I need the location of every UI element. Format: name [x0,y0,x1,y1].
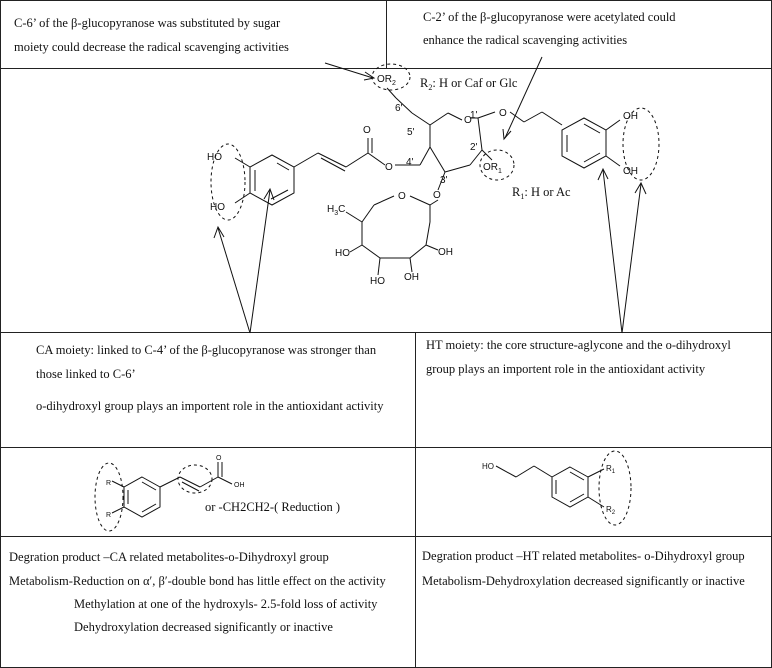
ht-r2-r: R [606,505,612,514]
rhamnose-ring [345,195,439,276]
ch3-h: H [327,204,334,215]
ht-r2-sub: 2 [612,510,616,516]
or2-text: OR [377,74,392,85]
top-left-note-line2: moiety could decrease the radical scaven… [14,40,289,54]
ht-ring [561,117,621,169]
pos-2-label: 2' [470,142,478,153]
ca-degradation-line2: Metabolism-Reduction on α′, β′-double bo… [9,574,386,588]
ht-r1-r: R [606,464,612,473]
r2-options: : H or Caf or Glc [432,76,517,90]
ca-degradation-line4: Dehydroxylation decreased significantly … [74,620,333,634]
ht-r1-sub: 1 [612,469,616,475]
middle-divider [0,536,772,537]
or2-label: OR2 [377,74,396,87]
pos-3-label: 3' [440,175,448,186]
pos-6-label: 6' [395,103,403,114]
top-left-note-line1: C-6’ of the β-glucopyranose was substitu… [14,16,281,30]
ca-r2: R [106,512,111,519]
or1-sub: 1 [498,168,502,175]
top-right-note-line2: enhance the radical scavenging activitie… [423,33,628,47]
ca-degradation-line1: Degration product –CA related metabolite… [9,550,329,564]
rha-ring-o: O [398,191,406,202]
or2-sub: 2 [392,80,396,87]
r2-r: R [420,76,429,90]
or1-text: OR [483,162,498,173]
ht-ho: HO [482,462,494,471]
ht-r2: R2 [606,505,616,516]
ca-o: O [216,455,222,462]
ca-box-line3: o-dihydroxyl group plays an importent ro… [36,399,384,413]
r1-sub: 1 [520,192,524,201]
ca-reduction-text: or -CH2CH2-( Reduction ) [205,500,341,514]
ho-top-label: HO [207,152,222,163]
ht-metabolite-structure [495,450,632,526]
ht-degradation-line2: Metabolism-Dehydroxylation decreased sig… [422,574,745,588]
rha-ho-1: HO [335,248,350,259]
rha-oh: OH [404,272,419,283]
ch3-label: H3C [327,204,345,217]
top-right-note-line1: C-2’ of the β-glucopyranose were acetyla… [423,10,676,24]
ch3-sub: 3 [334,210,338,217]
pos-4-label: 4' [406,157,414,168]
rha-oh-2: OH [438,247,453,258]
pos-1-label: 1' [470,110,478,121]
oh-bottom-label: OH [623,166,638,177]
ca-box-line1: CA moiety: linked to C-4’ of the β-gluco… [36,343,377,357]
ht-box-line1: HT moiety: the core structure-aglycone a… [426,338,731,352]
glucose-ring [386,87,563,206]
arrows [213,56,647,334]
r1-options: : H or Ac [524,185,571,199]
ht-box-line2: group plays an importent role in the ant… [426,362,706,376]
carbonyl-o: O [363,125,371,136]
ca-oh: OH [234,482,245,489]
ca-metabolite-structure [94,462,233,532]
ht-degradation-line1: Degration product –HT related metabolite… [422,549,745,563]
r2-definition: R2: H or Caf or Glc [420,76,518,92]
r1-definition: R1: H or Ac [512,185,571,201]
ester-o: O [385,162,393,173]
ht-r1: R1 [606,464,616,475]
rha-ho-2: HO [370,276,385,287]
pos-5-label: 5' [407,127,415,138]
ring-o: O [464,115,472,126]
r1-r: R [512,185,521,199]
ch3-c: C [338,204,345,215]
rha-link-o: O [433,190,441,201]
caffeoyl-ring [234,138,386,206]
ca-box-line2: those linked to C-6’ [36,367,136,381]
or1-label: OR1 [483,162,502,175]
ho-bottom-label: HO [210,202,225,213]
glycosidic-o: O [499,108,507,119]
ca-degradation-line3: Methylation at one of the hydroxyls- 2.5… [74,597,378,611]
ca-r1: R [106,480,111,487]
oh-top-label: OH [623,111,638,122]
r2-sub: 2 [428,83,432,92]
